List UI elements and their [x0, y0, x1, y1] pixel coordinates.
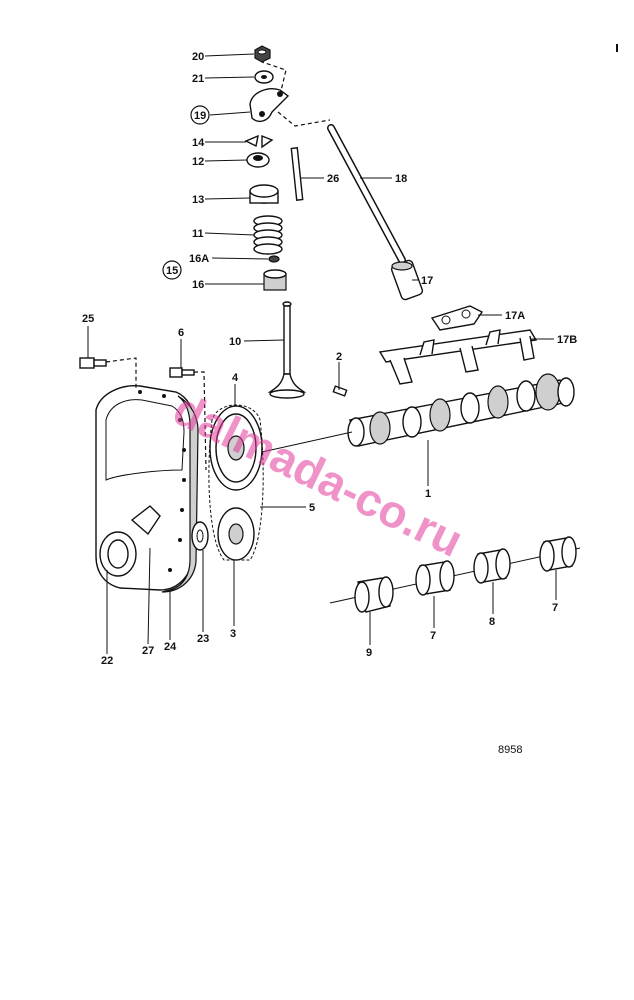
callout-26: 26	[327, 173, 339, 185]
leader-lines	[87, 53, 557, 654]
rocker-washer-part	[254, 70, 274, 84]
cover-bolt-25-part	[79, 357, 107, 369]
callout-5: 5	[309, 502, 315, 514]
callout-17b: 17B	[557, 334, 577, 346]
timing-cover-part	[95, 385, 199, 593]
pushrod-part	[327, 124, 406, 264]
valve-collets-part	[244, 134, 274, 149]
camshaft-sprocket-part	[209, 405, 263, 491]
callout-22: 22	[101, 655, 113, 667]
callout-circle-15	[162, 260, 182, 280]
callout-4: 4	[232, 372, 239, 384]
spring-seat-washer-part	[268, 255, 280, 263]
callout-1: 1	[425, 488, 431, 500]
callout-16a: 16A	[189, 253, 209, 265]
callout-circle-19	[190, 105, 210, 125]
callout-25: 25	[82, 313, 94, 325]
callout-24: 24	[164, 641, 177, 653]
rocker-arm-part	[249, 88, 290, 123]
spring-retainer-part	[246, 152, 270, 168]
callout-23: 23	[197, 633, 209, 645]
bearing-7b-part	[539, 536, 577, 572]
cover-bolt-6-part	[169, 367, 195, 378]
callout-27: 27	[142, 645, 154, 657]
callout-16: 16	[192, 279, 204, 291]
callout-8: 8	[489, 616, 495, 628]
callout-20: 20	[192, 51, 204, 63]
callout-7-left: 7	[430, 630, 436, 642]
callout-12: 12	[192, 156, 204, 168]
valve-part	[267, 301, 307, 399]
callout-18: 18	[395, 173, 407, 185]
callout-11: 11	[192, 228, 204, 240]
crankshaft-sprocket-part	[217, 507, 255, 561]
bearing-8-part	[473, 548, 511, 584]
figure-number: 8958	[498, 744, 522, 756]
rocker-shaft-pin-part	[290, 147, 304, 201]
callout-7-right: 7	[552, 602, 558, 614]
callout-15: 15	[166, 265, 178, 277]
bearing-7a-part	[415, 560, 455, 596]
valve-seal-ring-part	[249, 184, 279, 204]
tappet-clip-part	[430, 305, 484, 331]
rocker-nut-part	[254, 45, 271, 63]
camshaft-part	[347, 373, 575, 447]
timing-chain-part	[208, 404, 264, 561]
callout-9: 9	[366, 647, 372, 659]
callout-13: 13	[192, 194, 204, 206]
callout-17: 17	[421, 275, 433, 287]
callout-6: 6	[178, 327, 184, 339]
callout-17a: 17A	[505, 310, 525, 322]
callout-19: 19	[194, 110, 206, 122]
callout-2: 2	[336, 351, 342, 363]
bearing-9-part	[354, 576, 394, 613]
callout-14: 14	[192, 137, 205, 149]
callout-3: 3	[230, 628, 236, 640]
camshaft-key-part	[332, 385, 348, 397]
callout-10: 10	[229, 336, 241, 348]
oil-slinger-part	[191, 521, 209, 551]
callout-21: 21	[192, 73, 204, 85]
valve-spring-part	[253, 215, 283, 255]
tappet-bar-part	[378, 329, 538, 385]
valve-guide-seal-part	[263, 269, 287, 291]
tappet-part	[390, 259, 424, 301]
